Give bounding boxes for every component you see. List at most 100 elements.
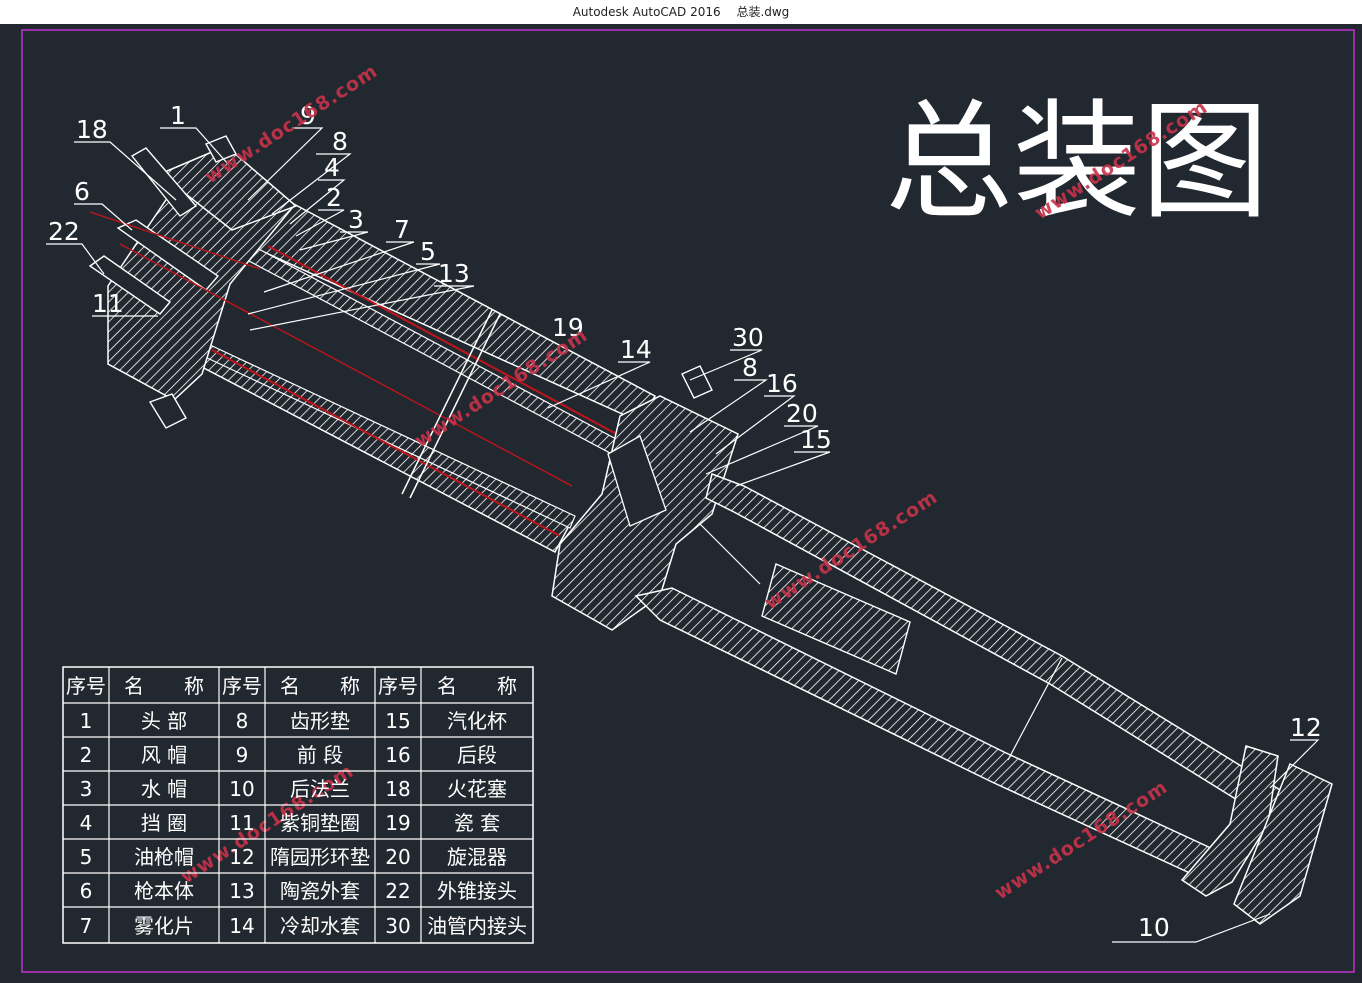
rear-flange [1180,745,1279,897]
table-cell: 油枪帽 [134,845,194,869]
drawing-frame [21,29,1355,973]
table-cell: 旋混器 [447,845,507,869]
table-cell: 20 [385,845,410,869]
table-cell: 油管内接头 [427,914,527,938]
callout-2: 2 [326,183,342,212]
table-cell: 齿形垫 [290,709,350,733]
table-cell: 雾化片 [134,914,194,938]
drawing-canvas[interactable]: 总装图 [0,24,1362,983]
drawing-title: 总装图 [885,88,1269,237]
callout-12: 12 [1290,713,1322,742]
table-cell: 18 [385,777,410,801]
table-cell: 22 [385,879,410,903]
centerline-4 [211,349,561,537]
header-no-2: 序号 [222,674,262,698]
table-cell: 13 [229,879,254,903]
callout-30: 30 [732,323,764,352]
table-cell: 8 [236,709,249,733]
table-cell: 12 [229,845,254,869]
callout-15: 15 [800,425,832,454]
table-cell: 风 帽 [141,743,187,767]
table-cell: 5 [80,845,93,869]
callout-5: 5 [420,237,436,266]
table-cell: 前 段 [297,743,343,767]
table-cell: 30 [385,914,410,938]
table-cell: 隋园形环垫 [270,845,370,869]
table-cell: 14 [229,914,254,938]
title-bar: Autodesk AutoCAD 2016 总装.dwg [0,0,1362,24]
table-cell: 汽化杯 [447,709,507,733]
centerline-3 [267,245,625,439]
app-name: Autodesk AutoCAD 2016 [572,5,721,19]
header-no-3: 序号 [378,674,418,698]
top-bolt [205,135,237,163]
table-cell: 6 [80,879,93,903]
vaporizer-cup [761,563,911,675]
table-cell: 外锥接头 [437,879,517,903]
table-cell: 15 [385,709,410,733]
table-cell: 11 [229,811,254,835]
cone-line-1 [1007,657,1063,761]
table-cell: 冷却水套 [280,914,360,938]
oil-pipe-joint [681,365,713,399]
callout-7: 7 [394,215,410,244]
table-cell: 瓷 套 [454,811,500,835]
callout-14: 14 [620,335,652,364]
gun-assembly [46,127,1333,943]
head-flange [158,145,298,231]
file-name: 总装.dwg [736,5,790,19]
bottom-bolt [148,393,187,429]
swirler [607,435,667,527]
header-name-1: 名 称 [124,674,204,698]
callout-20: 20 [786,399,818,428]
header-no-1: 序号 [66,674,106,698]
table-cell: 9 [236,743,249,767]
callout-19: 19 [552,313,584,342]
parts-table: 序号 名 称 序号 名 称 序号 名 称 1 头 部 8 齿形垫 15 汽化杯 … [62,666,534,944]
break-line-2 [409,313,501,499]
table-cell: 火花塞 [447,777,507,801]
callout-6: 6 [74,177,90,206]
callout-11: 11 [92,289,124,318]
callout-13: 13 [438,259,470,288]
table-cell: 头 部 [141,709,187,733]
rear-fitting [1233,762,1333,925]
callout-9: 9 [300,101,316,130]
table-cell: 后段 [457,743,497,767]
table-cell: 2 [80,743,93,767]
cad-drawing: 总装图 [21,29,1355,973]
callout-18: 18 [76,115,108,144]
gun-body [116,219,220,291]
callout-4: 4 [324,153,340,182]
centerline-1 [119,243,573,487]
table-cell: 后法兰 [290,777,350,801]
table-cell: 枪本体 [134,879,194,903]
table-cell: 紫铜垫圈 [280,811,360,835]
centerline-2 [89,211,261,270]
callout-8-mid: 8 [742,353,758,382]
callout-3: 3 [348,205,364,234]
watermark-1: www.doc168.com [201,60,382,188]
table-cell: 陶瓷外套 [280,879,360,903]
callout-22: 22 [48,217,80,246]
table-cell: 16 [385,743,410,767]
break-line-1 [401,309,493,495]
callout-1: 1 [170,101,186,130]
table-cell: 19 [385,811,410,835]
table-cell: 7 [80,914,93,938]
table-cell: 3 [80,777,93,801]
callout-16: 16 [766,369,798,398]
callout-10: 10 [1138,913,1170,942]
leader-lines [46,127,1320,943]
header-name-2: 名 称 [280,674,360,698]
table-cell: 10 [229,777,254,801]
table-cell: 1 [80,709,93,733]
callout-labels: 18 1 9 8 4 2 3 7 5 13 6 22 11 19 14 30 8… [48,101,1322,942]
callout-8-top: 8 [332,127,348,156]
table-cell: 挡 圈 [141,811,187,835]
table-cell: 水 帽 [141,777,187,801]
cone-line-2 [699,523,761,585]
header-name-3: 名 称 [437,674,517,698]
outer-cone-joint [88,255,172,315]
table-cell: 4 [80,811,93,835]
